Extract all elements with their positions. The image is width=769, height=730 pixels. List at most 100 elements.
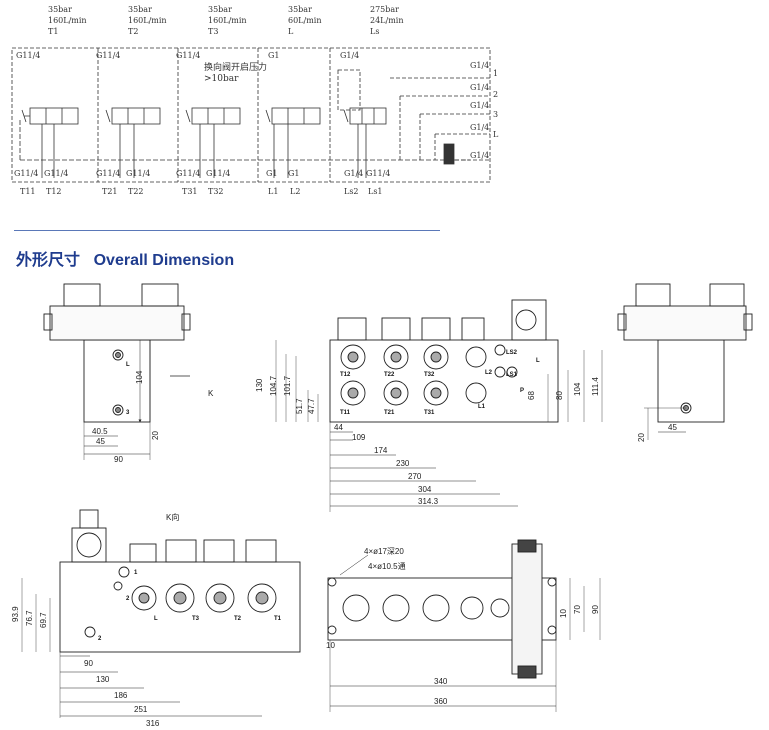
svg-text:90: 90 (591, 605, 600, 614)
svg-text:35bar: 35bar (48, 5, 72, 14)
svg-text:340: 340 (434, 677, 448, 686)
svg-text:L2: L2 (290, 187, 300, 196)
svg-text:T3: T3 (192, 616, 200, 622)
svg-text:G11/4: G11/4 (44, 169, 68, 178)
svg-text:换向阀开启压力: 换向阀开启压力 (204, 61, 267, 73)
svg-text:G11/4: G11/4 (366, 169, 390, 178)
svg-text:2: 2 (493, 90, 498, 99)
hydraulic-schematic (11, 47, 491, 183)
valve-symbol-2 (105, 107, 161, 178)
view-right-labels: 20 45 (637, 423, 677, 442)
svg-text:1: 1 (134, 570, 138, 576)
view-k-labels: K向 93.9 76.7 69.7 90 130 186 251 316 1 2… (11, 512, 282, 728)
svg-text:10: 10 (559, 609, 568, 618)
svg-text:T2: T2 (234, 616, 242, 622)
svg-text:4×ø17深20: 4×ø17深20 (364, 547, 404, 556)
svg-text:G11/4: G11/4 (96, 169, 120, 178)
svg-text:G11/4: G11/4 (16, 51, 40, 60)
svg-text:G1/4: G1/4 (470, 101, 489, 110)
svg-text:G11/4: G11/4 (206, 169, 230, 178)
svg-text:316: 316 (146, 719, 160, 728)
valve-symbol-1 (21, 107, 79, 178)
svg-text:2: 2 (98, 636, 102, 642)
svg-text:160L/min: 160L/min (128, 16, 167, 25)
svg-text:251: 251 (134, 705, 148, 714)
svg-text:40.5: 40.5 (92, 427, 108, 436)
valve-symbol-5 (337, 69, 387, 178)
svg-text:360: 360 (434, 697, 448, 706)
view-top (327, 539, 601, 712)
view-k (21, 509, 301, 718)
svg-text:T11: T11 (20, 187, 36, 196)
svg-text:104.7: 104.7 (269, 375, 278, 396)
svg-text:314.3: 314.3 (418, 497, 439, 506)
svg-text:>10bar: >10bar (204, 74, 239, 84)
view-left (43, 283, 191, 460)
svg-text:60L/min: 60L/min (288, 16, 321, 25)
svg-text:G1/4: G1/4 (470, 61, 489, 70)
svg-text:101.7: 101.7 (283, 375, 292, 396)
svg-text:T32: T32 (424, 372, 435, 378)
svg-text:130: 130 (96, 675, 110, 684)
svg-text:P: P (520, 388, 524, 394)
svg-text:G1/4: G1/4 (340, 51, 359, 60)
svg-text:45: 45 (96, 437, 105, 446)
svg-text:G1: G1 (266, 169, 277, 178)
svg-text:T22: T22 (128, 187, 144, 196)
svg-text:T12: T12 (46, 187, 62, 196)
svg-text:20: 20 (637, 433, 646, 442)
svg-text:10: 10 (326, 641, 335, 650)
svg-text:T21: T21 (384, 410, 395, 416)
svg-text:3: 3 (493, 110, 498, 119)
svg-text:T31: T31 (424, 410, 435, 416)
view-right (617, 283, 753, 440)
svg-text:G11/4: G11/4 (96, 51, 120, 60)
svg-text:69.7: 69.7 (39, 612, 48, 628)
view-front-labels: 130 104.7 101.7 51.7 47.7 68 80 104 111.… (255, 350, 600, 506)
view-front (275, 299, 603, 512)
section-divider (14, 230, 440, 231)
svg-text:T21: T21 (102, 187, 118, 196)
svg-text:G1: G1 (288, 169, 299, 178)
svg-text:L: L (288, 27, 294, 36)
svg-text:68: 68 (527, 391, 536, 400)
svg-text:Ls2: Ls2 (344, 187, 359, 196)
svg-text:4×ø10.5通: 4×ø10.5通 (368, 561, 406, 571)
svg-text:104: 104 (573, 382, 582, 396)
svg-text:T12: T12 (340, 372, 351, 378)
svg-text:G11/4: G11/4 (126, 169, 150, 178)
svg-text:174: 174 (374, 446, 388, 455)
svg-text:T11: T11 (340, 410, 351, 416)
svg-text:L: L (493, 130, 499, 139)
svg-text:LS2: LS2 (506, 350, 518, 356)
svg-text:T22: T22 (384, 372, 395, 378)
svg-text:K: K (208, 389, 214, 398)
svg-text:230: 230 (396, 459, 410, 468)
svg-text:L1: L1 (268, 187, 278, 196)
svg-text:44: 44 (334, 423, 343, 432)
view-top-labels: 4×ø17深20 4×ø10.5通 10 340 360 10 70 90 (326, 547, 600, 706)
svg-text:90: 90 (114, 455, 123, 464)
svg-text:T3: T3 (208, 27, 218, 36)
svg-text:L: L (154, 616, 158, 622)
svg-text:K向: K向 (166, 512, 179, 522)
svg-text:Ls1: Ls1 (368, 187, 383, 196)
heading-cn: 外形尺寸 (16, 250, 81, 269)
valve-symbol-3 (185, 107, 241, 178)
svg-text:160L/min: 160L/min (48, 16, 87, 25)
svg-text:80: 80 (555, 391, 564, 400)
svg-text:L2: L2 (485, 370, 493, 376)
heading-en: Overall Dimension (93, 252, 235, 269)
svg-text:90: 90 (84, 659, 93, 668)
svg-text:35bar: 35bar (208, 5, 232, 14)
svg-text:T2: T2 (128, 27, 138, 36)
svg-text:L: L (536, 358, 540, 364)
svg-text:35bar: 35bar (128, 5, 152, 14)
svg-text:2: 2 (126, 596, 130, 602)
svg-text:G11/4: G11/4 (14, 169, 38, 178)
svg-text:T31: T31 (182, 187, 198, 196)
valve-symbol-4 (265, 107, 321, 178)
svg-text:G1/4: G1/4 (344, 169, 363, 178)
svg-text:130: 130 (255, 378, 264, 392)
svg-text:L1: L1 (478, 404, 486, 410)
